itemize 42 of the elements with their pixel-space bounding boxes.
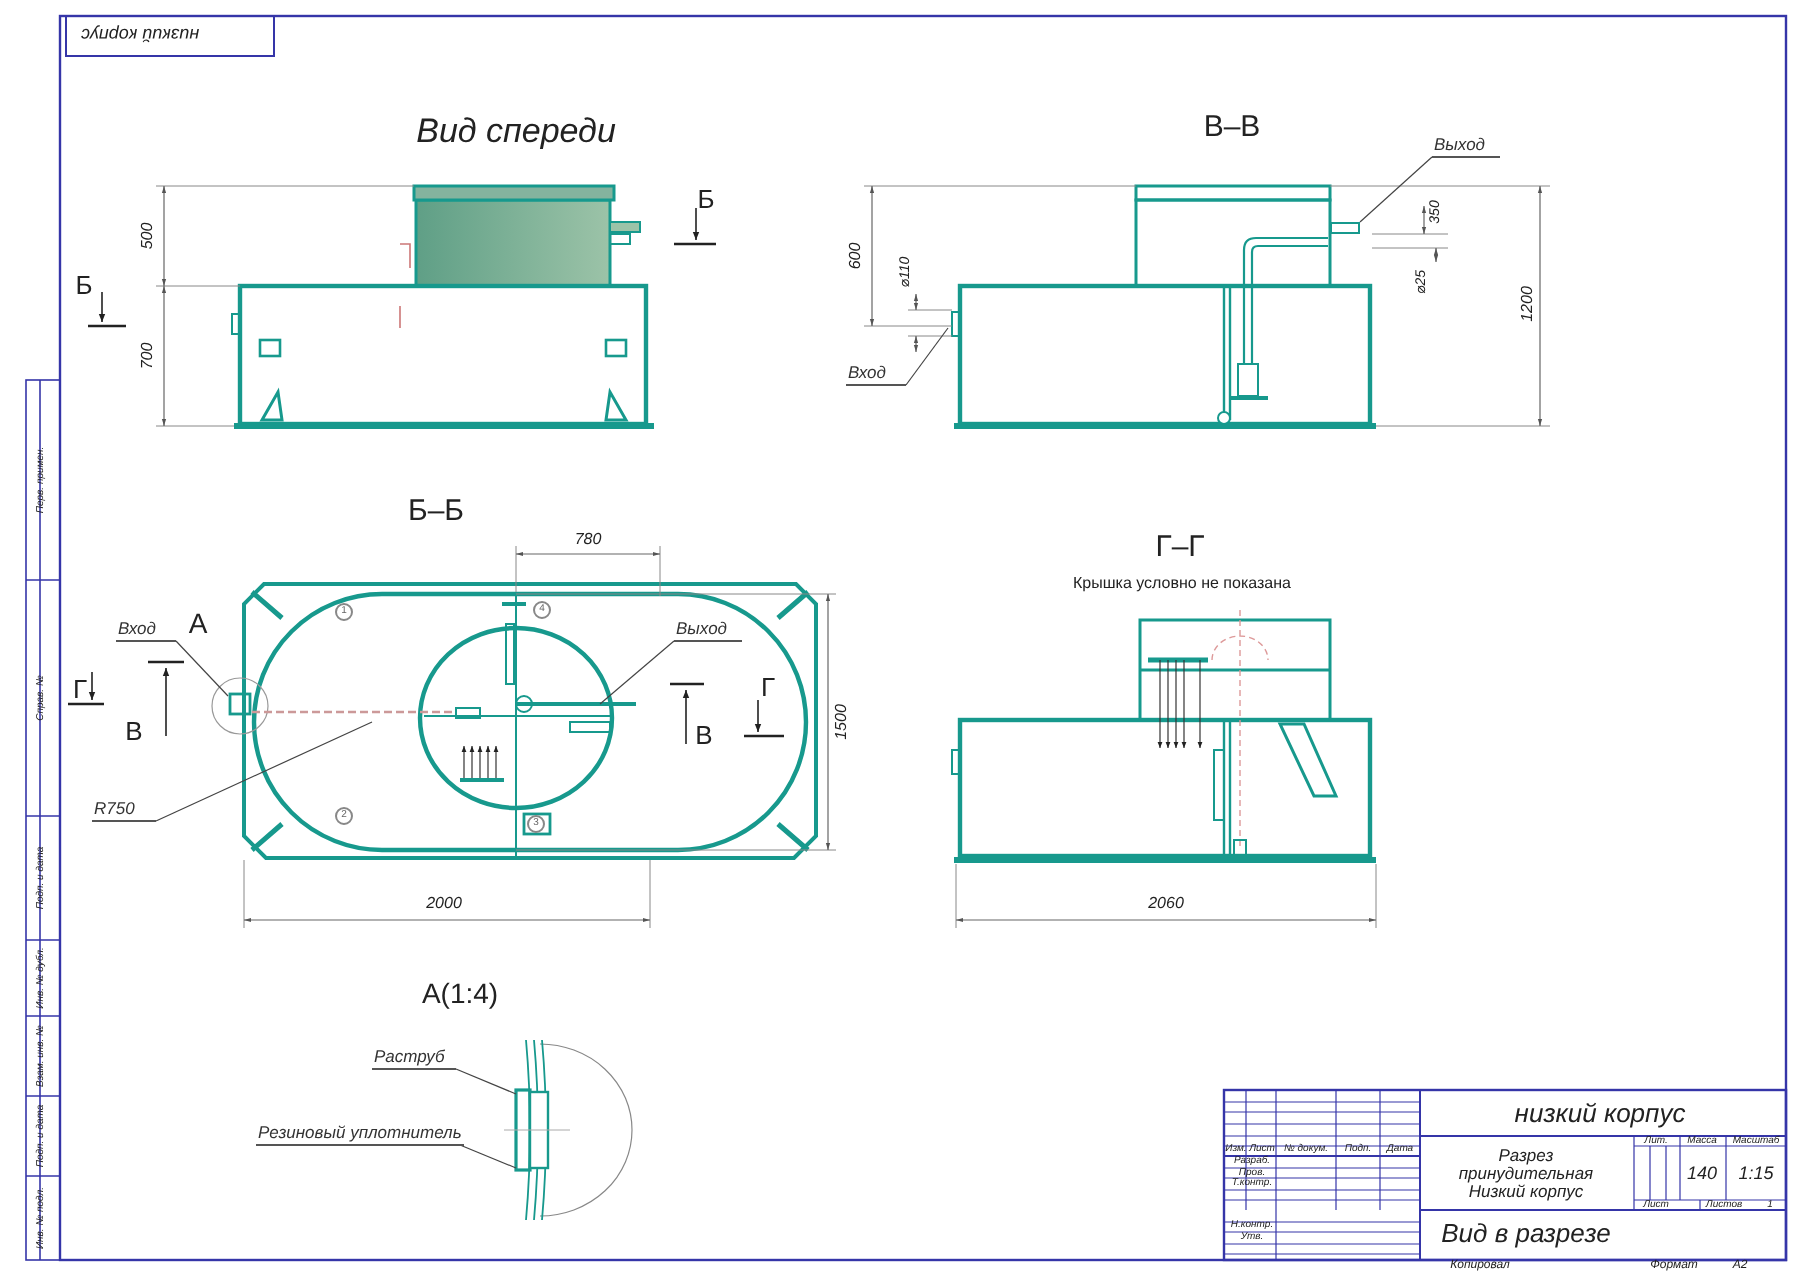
drawing-label: 2060: [1148, 895, 1184, 913]
drawing-label: низкий корпус: [1514, 1100, 1686, 1128]
leader-line: [1359, 156, 1433, 223]
leader-line: [905, 327, 949, 386]
leader-label: Вход: [116, 618, 176, 642]
drawing-label: низкий корпус: [80, 24, 200, 44]
drawing-label: Г: [760, 674, 776, 702]
leader-line: [455, 1068, 517, 1095]
drawing-label: В: [695, 722, 713, 750]
view-title: Вид спереди: [416, 112, 616, 152]
drawing-label: 2000: [426, 895, 462, 913]
leader-line: [599, 640, 675, 705]
drawing-label: Разрез принудительная Низкий корпус: [1456, 1147, 1596, 1201]
leader-label: Вход: [846, 362, 906, 386]
drawing-label: 1200: [1519, 286, 1537, 322]
drawing-label: 780: [574, 531, 602, 549]
drawing-label: Г–Г: [1155, 532, 1205, 564]
drawing-label: 140: [1686, 1164, 1718, 1184]
drawing-label: Б: [697, 186, 715, 214]
drawing-label: 1:15: [1738, 1164, 1774, 1184]
leader-line: [155, 721, 373, 822]
drawing-label: 700: [139, 342, 157, 370]
drawing-label: Вид в разрезе: [1441, 1220, 1611, 1248]
leader-label: R750: [92, 798, 156, 822]
outlet-pipe-stub: [1330, 222, 1360, 234]
drawing-label: 1500: [833, 704, 851, 740]
drawing-label: А(1:4): [421, 979, 499, 1009]
drawing-label: А: [188, 609, 208, 639]
leader-label: Выход: [674, 618, 742, 642]
drawing-label: Г: [72, 676, 88, 704]
drawing-label: Б: [75, 272, 93, 300]
leader-label: Выход: [1432, 134, 1500, 158]
drawing-label: 500: [139, 222, 157, 250]
leader-line: [175, 640, 229, 697]
drawing-label: Крышка условно не показана: [1073, 575, 1291, 593]
drawing-label: В: [125, 718, 143, 746]
drawing-label: Б–Б: [407, 496, 465, 528]
leader-label: Резиновый уплотнитель: [256, 1122, 464, 1146]
drawing-label: В–В: [1203, 112, 1261, 144]
drawing-label: 600: [847, 242, 865, 270]
leader-line: [459, 1144, 517, 1169]
leader-label: Раструб: [372, 1046, 456, 1070]
